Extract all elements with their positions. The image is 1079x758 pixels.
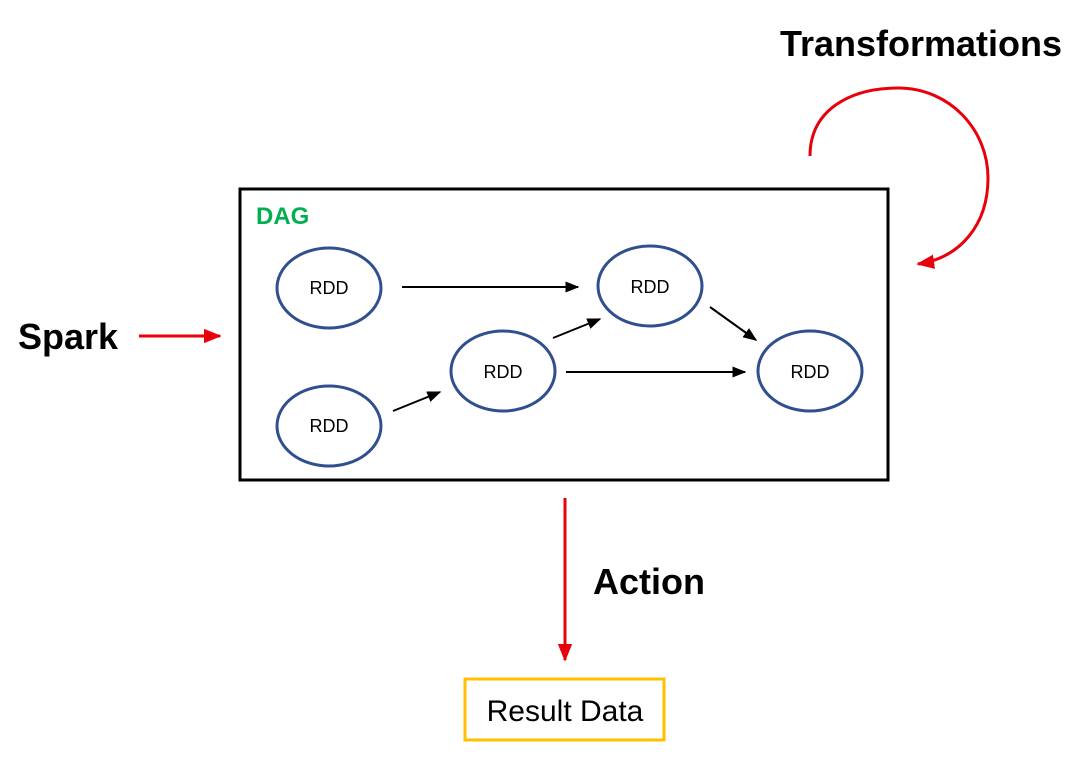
result-data-label: Result Data: [487, 695, 644, 728]
rdd-node: RDD: [275, 246, 383, 330]
action-label: Action: [593, 561, 705, 602]
edge-rdd3-rdd5: [709, 306, 758, 341]
result-data-box: [463, 677, 666, 742]
transformations-arrow: [808, 86, 990, 269]
edge-rdd4-rdd3: [552, 318, 602, 339]
rdd-node-label: RDD: [310, 278, 349, 298]
spark-label: Spark: [18, 316, 119, 357]
rdd-node-label: RDD: [791, 362, 830, 382]
dag-box: [238, 187, 890, 482]
transformations-label: Transformations: [780, 23, 1062, 64]
rdd-node: RDD: [275, 384, 383, 468]
edge-rdd2-rdd4: [392, 391, 442, 412]
rdd-node-label: RDD: [310, 416, 349, 436]
rdd-node-label: RDD: [484, 362, 523, 382]
rdd-node: RDD: [756, 329, 864, 413]
rdd-node: RDD: [449, 329, 557, 413]
rdd-node-label: RDD: [631, 277, 670, 297]
dag-label: DAG: [256, 203, 309, 230]
rdd-node: RDD: [596, 244, 704, 328]
